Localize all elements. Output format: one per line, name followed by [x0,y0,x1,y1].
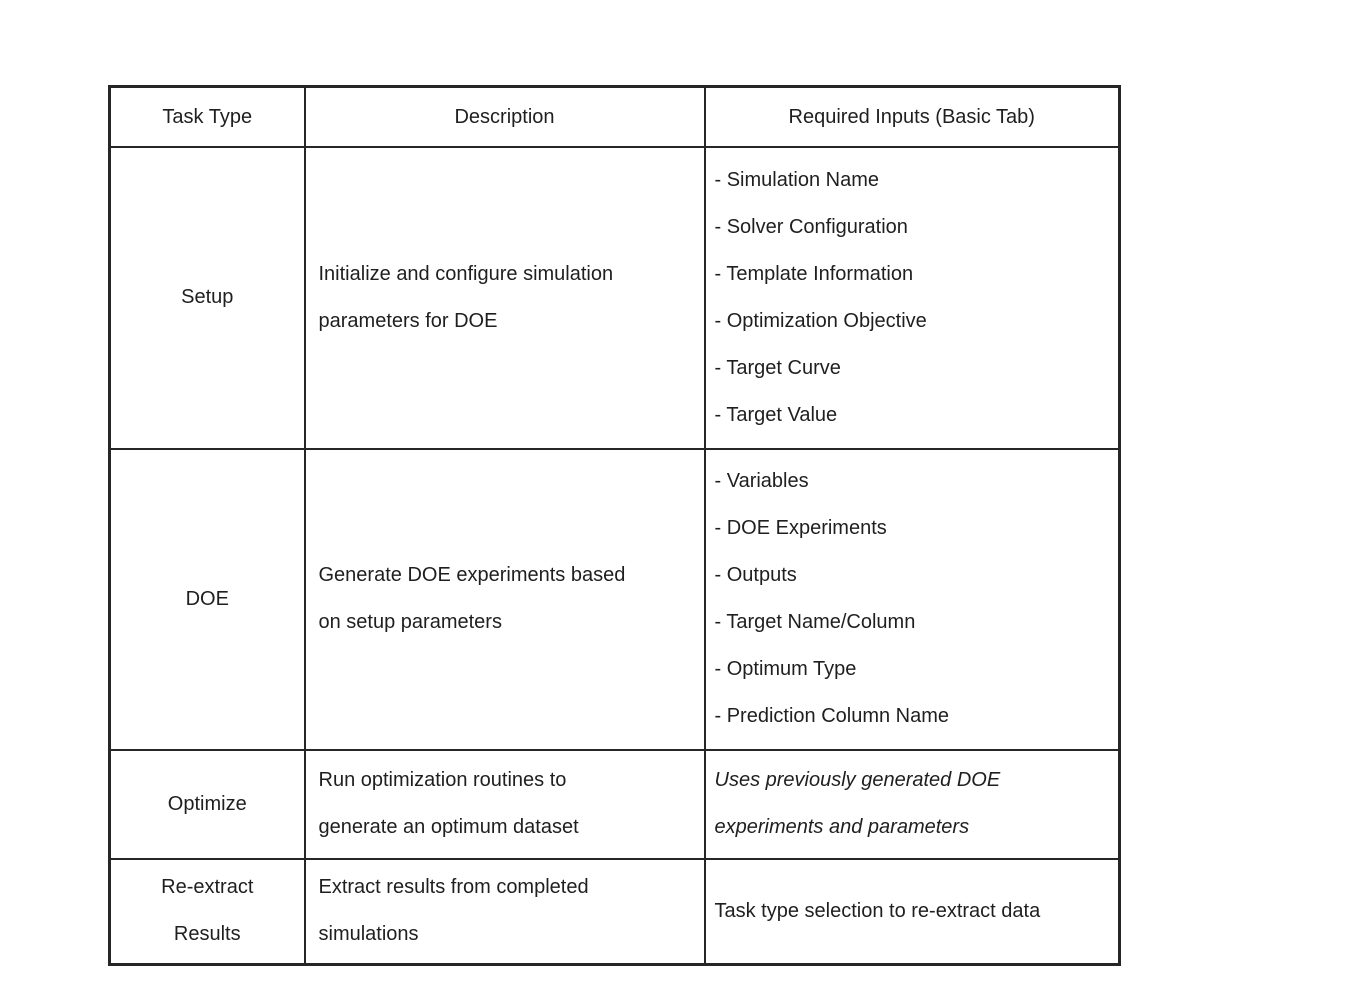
task-type-cell: Setup [108,145,306,450]
required-inputs-cell: Uses previously generated DOE experiment… [703,748,1121,860]
column-header-task-type: Task Type [108,85,306,148]
description-cell: Extract results from completed simulatio… [303,857,706,966]
description-cell: Generate DOE experiments based on setup … [303,447,706,751]
table-header-row: Task Type Description Required Inputs (B… [108,85,1121,148]
description-cell: Run optimization routines to generate an… [303,748,706,860]
required-inputs-cell: Task type selection to re-extract data [703,857,1121,966]
table-row-reextract-results: Re-extract Results Extract results from … [108,857,1121,966]
description-cell: Initialize and configure simulation para… [303,145,706,450]
table-row-optimize: Optimize Run optimization routines to ge… [108,748,1121,860]
table-row-setup: Setup Initialize and configure simulatio… [108,145,1121,450]
task-type-cell: Re-extract Results [108,857,306,966]
task-type-cell: DOE [108,447,306,751]
column-header-required-inputs: Required Inputs (Basic Tab) [703,85,1121,148]
table-row-doe: DOE Generate DOE experiments based on se… [108,447,1121,751]
required-inputs-cell: - Variables - DOE Experiments - Outputs … [703,447,1121,751]
column-header-description: Description [303,85,706,148]
task-type-table: Task Type Description Required Inputs (B… [108,85,1121,966]
required-inputs-cell: - Simulation Name - Solver Configuration… [703,145,1121,450]
task-type-cell: Optimize [108,748,306,860]
